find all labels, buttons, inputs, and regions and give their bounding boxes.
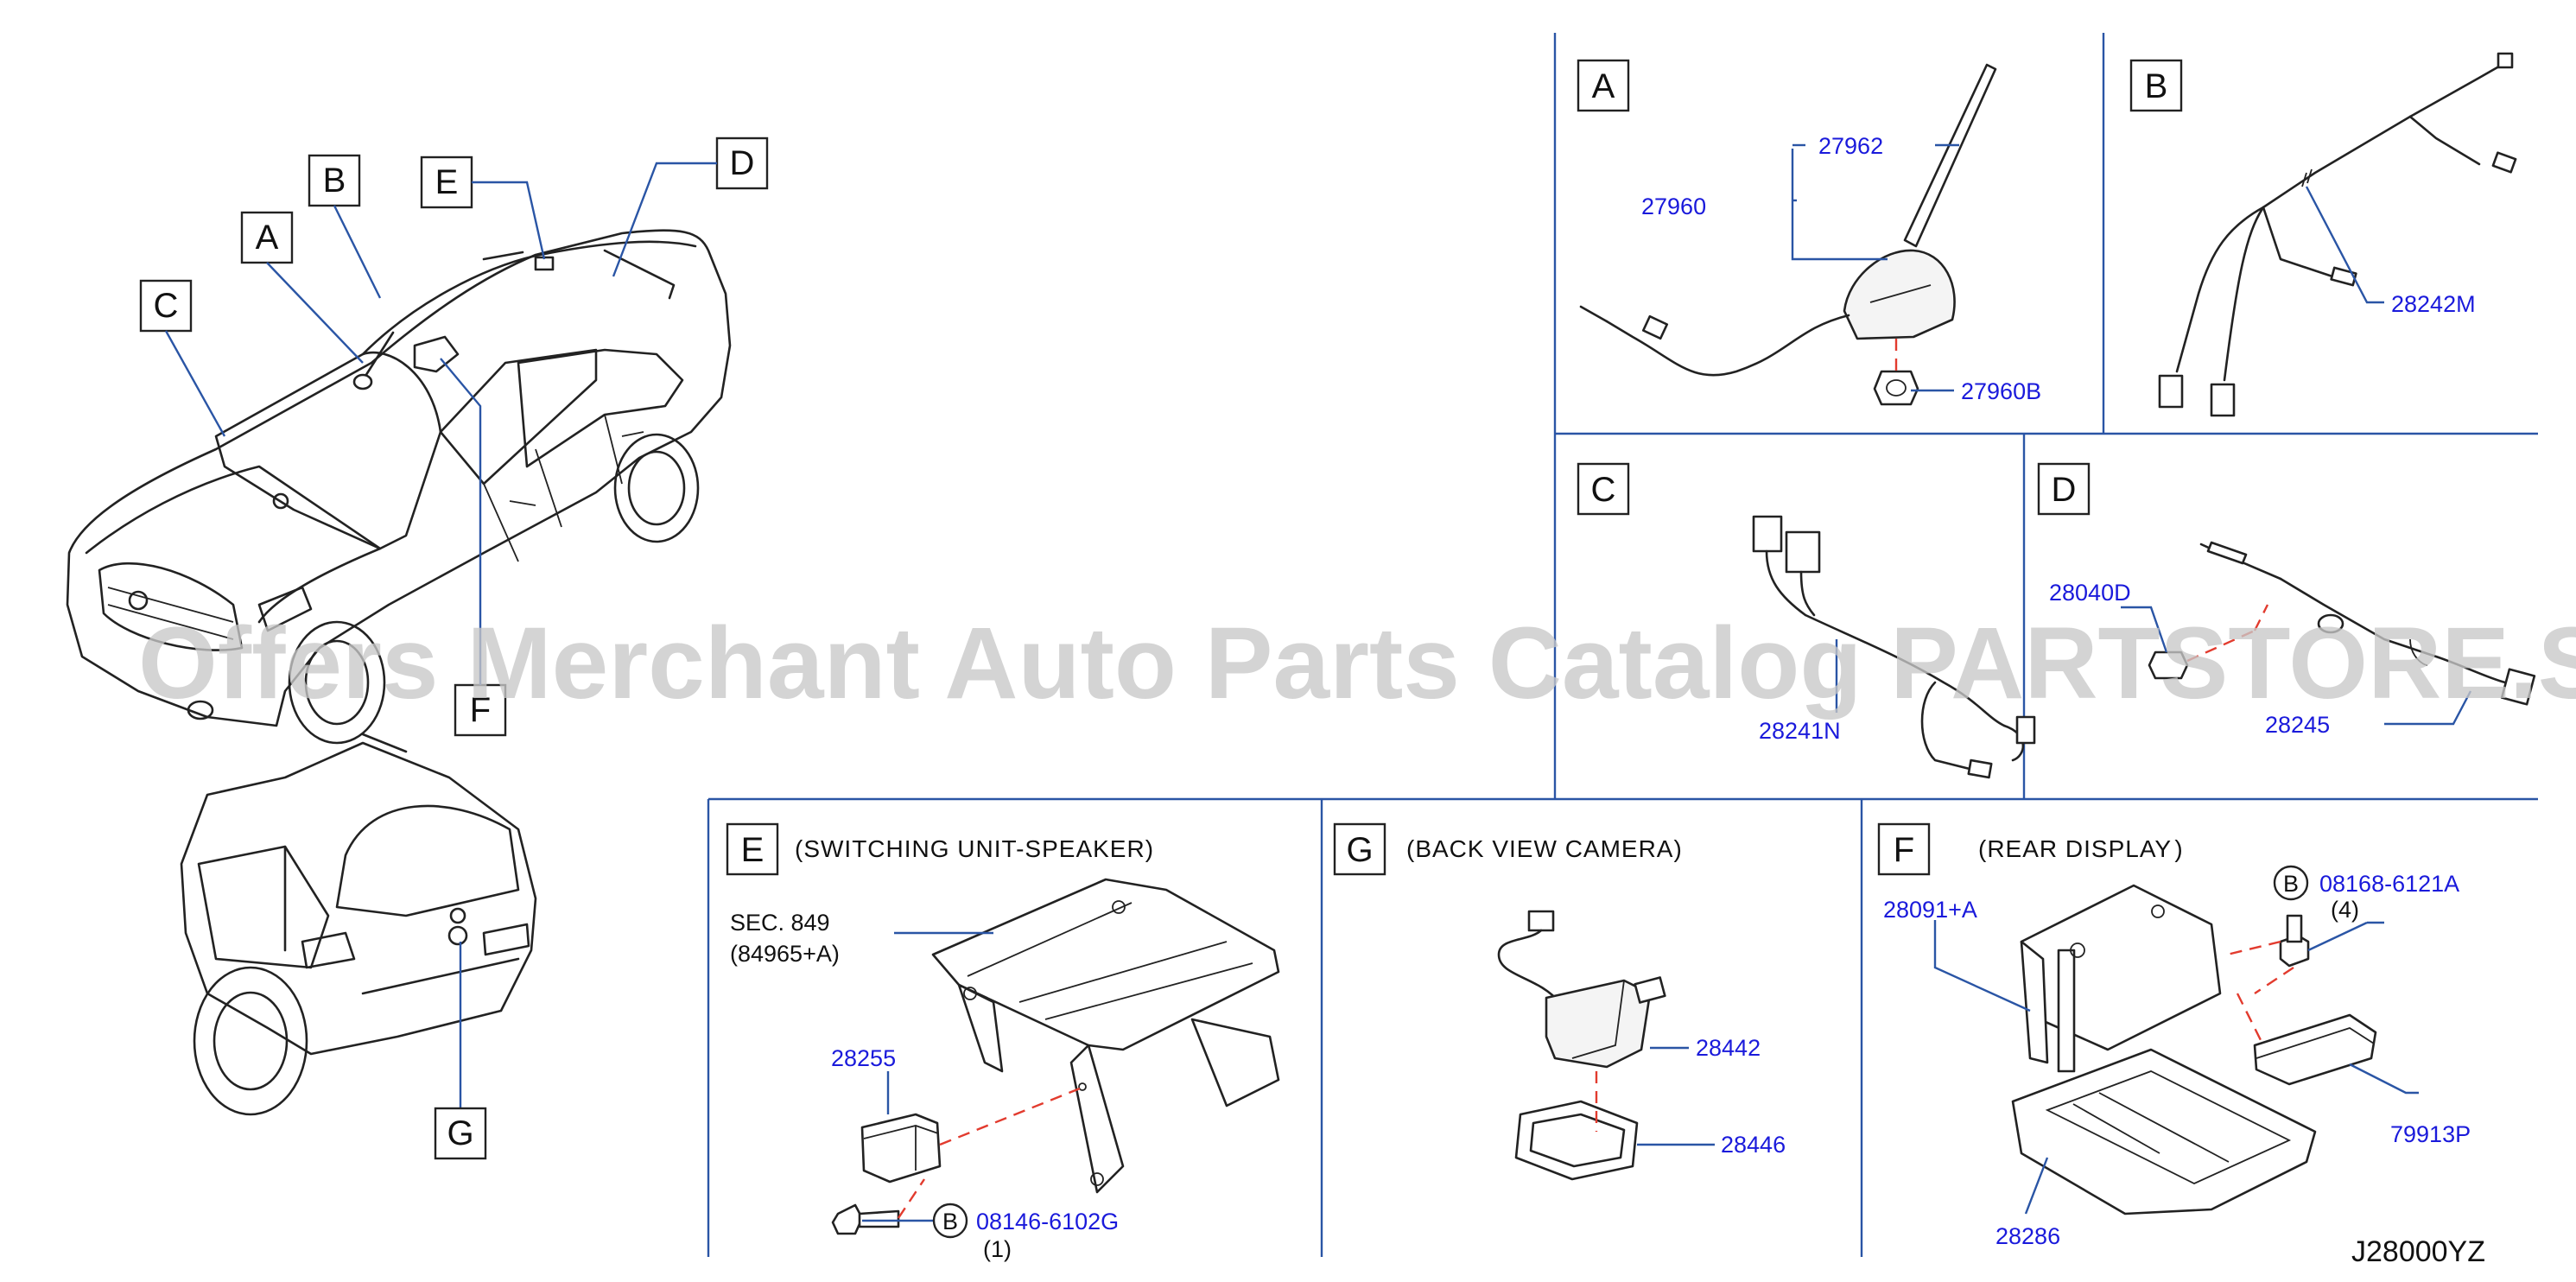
watermark: Offers Merchant Auto Parts Catalog PARTS… — [138, 606, 2576, 720]
vehicle-overview-rear — [180, 733, 537, 1116]
panel-f-letter: F — [1894, 831, 1914, 869]
panel-c-letter: C — [1591, 471, 1616, 509]
panel-frames — [707, 33, 2538, 1257]
diagram-code: J28000YZ — [2351, 1235, 2485, 1268]
part-28286[interactable]: 28286 — [1995, 1223, 2060, 1249]
overview-label-b: B — [323, 162, 346, 200]
panel-g-letter: G — [1346, 831, 1373, 869]
overview-callouts: C A B E D F — [139, 136, 769, 737]
part-28442[interactable]: 28442 — [1696, 1035, 1761, 1061]
part-08168-6121a[interactable]: 08168-6121A — [2319, 871, 2459, 897]
panel-b-letter: B — [2145, 67, 2168, 105]
part-28091-a[interactable]: 28091+A — [1883, 897, 1977, 923]
panel-a: A 27962 27960 27960B — [1577, 59, 2041, 406]
part-28255[interactable]: 28255 — [831, 1045, 896, 1071]
panel-d-letter: D — [2052, 471, 2077, 509]
panel-e-sec-line1: SEC. 849 — [730, 910, 830, 936]
overview-label-d: D — [730, 144, 755, 182]
panel-e-sec-line2: (84965+A) — [730, 941, 840, 967]
overview-label-c: C — [154, 287, 179, 325]
panel-b: B 28242M — [2129, 52, 2517, 417]
panel-f-bolt-ref: B — [2283, 871, 2299, 897]
part-28040d[interactable]: 28040D — [2049, 580, 2131, 606]
part-79913p[interactable]: 79913P — [2390, 1121, 2471, 1147]
panel-g: G (BACK VIEW CAMERA) 28442 28446 — [1333, 822, 1786, 1181]
overview-label-a: A — [256, 219, 279, 257]
part-27962[interactable]: 27962 — [1818, 133, 1883, 159]
part-28242m[interactable]: 28242M — [2391, 291, 2476, 317]
panel-g-title: (BACK VIEW CAMERA) — [1406, 835, 1683, 862]
panel-f: F (REAR DISPLAY ) 28091+A B 08168-6121A … — [1877, 822, 2471, 1249]
panel-f-title: (REAR DISPLAY ) — [1978, 835, 2184, 862]
panel-a-letter: A — [1592, 67, 1615, 105]
panel-e: E (SWITCHING UNIT-SPEAKER) SEC. 849 (849… — [726, 822, 1280, 1262]
part-28245[interactable]: 28245 — [2265, 712, 2330, 738]
part-27960[interactable]: 27960 — [1641, 194, 1706, 219]
panel-e-title: (SWITCHING UNIT-SPEAKER) — [795, 835, 1154, 862]
panel-e-bolt-ref: B — [942, 1209, 958, 1234]
panel-e-bolt-qty: (1) — [983, 1236, 1012, 1262]
part-28446[interactable]: 28446 — [1721, 1132, 1786, 1158]
part-27960b[interactable]: 27960B — [1961, 378, 2041, 404]
overview-label-f: F — [470, 691, 491, 729]
vehicle-overview-front — [66, 229, 732, 745]
panel-f-bolt-qty: (4) — [2331, 897, 2359, 923]
part-08146-6102g[interactable]: 08146-6102G — [976, 1209, 1119, 1234]
panel-d: D 28040D 28245 — [2037, 462, 2536, 738]
overview-label-e: E — [435, 163, 459, 201]
panel-c: C 28241N — [1577, 462, 2036, 779]
overview-callout-g: G — [434, 942, 487, 1160]
part-28241n[interactable]: 28241N — [1759, 718, 1841, 744]
panel-e-letter: E — [741, 831, 765, 869]
overview-label-g: G — [447, 1114, 473, 1152]
